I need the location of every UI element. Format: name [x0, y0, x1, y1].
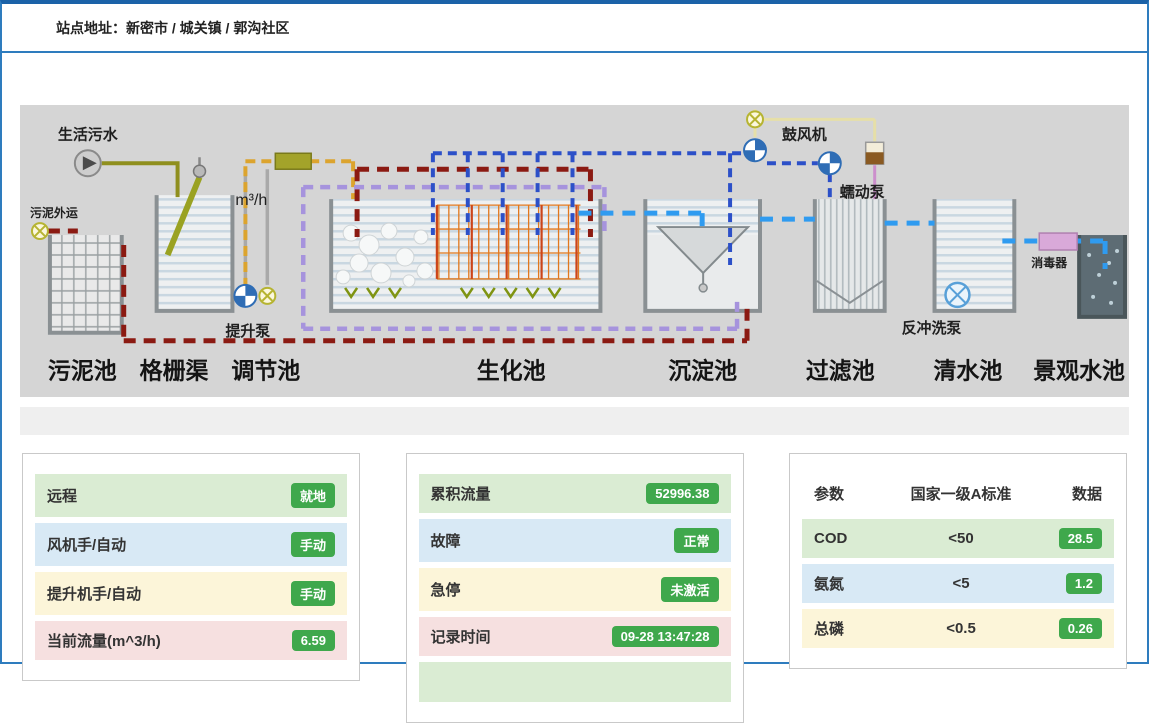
info-panels: 远程 就地 风机手/自动 手动 提升机手/自动 手动 当前流量(m^3/h) 6… — [22, 453, 1127, 723]
dosing-beaker-icon — [864, 141, 885, 165]
blower2-icon — [817, 151, 842, 176]
value-badge: 52996.38 — [646, 483, 719, 504]
param-label: 总磷 — [814, 621, 845, 638]
flow-unit-label: m³/h — [235, 192, 267, 209]
row-label: 风机手/自动 — [47, 537, 127, 554]
site-address-label: 站点地址：新密市 / 城关镇 / 郭沟社区 — [56, 20, 290, 36]
value-badge: 09-28 13:47:28 — [611, 626, 719, 647]
row-label: 累积流量 — [430, 486, 491, 503]
value-badge: 就地 — [290, 483, 335, 508]
row-label: 急停 — [430, 582, 461, 599]
tank-label-sludge: 污泥池 — [48, 358, 117, 384]
lift-pump-label: 提升泵 — [225, 323, 270, 340]
process-diagram-area: 生活污水 污泥外运 m³/h 提升泵 鼓风机 蠕动泵 反冲洗泵 消毒器 污泥池 … — [20, 105, 1129, 397]
bar-screen — [164, 176, 203, 257]
blower-label: 鼓风机 — [782, 125, 827, 143]
pipe-return-purple — [300, 184, 740, 332]
quality-row-tp: 总磷 <0.5 0.26 — [802, 609, 1114, 648]
status-row-partial — [418, 662, 731, 702]
control-row-fan-mode: 风机手/自动 手动 — [35, 523, 347, 566]
settling-funnel — [655, 226, 751, 275]
sludge-tank — [47, 235, 124, 335]
value-badge: 手动 — [290, 581, 335, 606]
tank-label-grid: 格栅渠 — [140, 358, 209, 384]
col-header-param: 参数 — [814, 486, 845, 503]
control-row-current-flow: 当前流量(m^3/h) 6.59 — [35, 621, 347, 660]
value-badge: 28.5 — [1058, 528, 1102, 549]
lift-valve-icon — [258, 286, 277, 305]
spacer-strip — [20, 407, 1129, 435]
water-bubbles — [1087, 249, 1120, 305]
value-badge: 手动 — [290, 532, 335, 557]
status-panel: 累积流量 52996.38 故障 正常 急停 未激活 记录时间 09-28 13… — [405, 453, 744, 723]
pipe-riser-gray — [243, 169, 270, 285]
tank-label-biochemical: 生化池 — [477, 358, 546, 384]
col-header-data: 数据 — [1071, 486, 1102, 503]
status-row-fault: 故障 正常 — [418, 519, 731, 562]
lift-pump-icon — [233, 283, 258, 308]
backwash-pump-label: 反冲洗泵 — [902, 319, 962, 337]
pipe-inflow — [101, 161, 180, 198]
landscape-pool-tank — [1077, 235, 1128, 319]
quality-row-nh3n: 氨氮 <5 1.2 — [802, 564, 1114, 603]
tank-label-clear: 清水池 — [934, 358, 1003, 384]
quality-row-cod: COD <50 28.5 — [802, 519, 1114, 558]
value-badge: 未激活 — [661, 577, 719, 602]
air-valve-icon — [746, 110, 764, 129]
control-row-remote: 远程 就地 — [35, 474, 347, 517]
row-label: 远程 — [47, 488, 78, 505]
value-badge: 1.2 — [1065, 573, 1102, 594]
backwash-pump-icon — [944, 281, 971, 309]
status-row-estop: 急停 未激活 — [418, 568, 731, 611]
standard-value: <50 — [948, 530, 974, 547]
inflow-label: 生活污水 — [58, 125, 119, 143]
plant-marks — [344, 287, 562, 300]
pipe-treated-water — [578, 210, 1108, 269]
blower-icon — [743, 138, 767, 163]
sterilizer-label: 消毒器 — [1031, 255, 1068, 270]
row-label: 记录时间 — [430, 629, 491, 646]
pipe-sludge-return — [121, 245, 750, 344]
sludge-out-label: 污泥外运 — [30, 205, 78, 220]
row-label: 提升机手/自动 — [47, 586, 142, 603]
row-label: 故障 — [430, 533, 461, 550]
tank-label-regulating: 调节池 — [231, 358, 300, 384]
sterilizer-icon — [1038, 232, 1078, 251]
process-flow-svg: 生活污水 污泥外运 m³/h 提升泵 鼓风机 蠕动泵 反冲洗泵 消毒器 污泥池 … — [30, 109, 1128, 384]
flow-meter-icon — [274, 152, 312, 170]
inflow-pump-icon — [73, 149, 102, 178]
param-label: COD — [814, 530, 848, 547]
quality-panel: 参数 国家一级A标准 数据 COD <50 28.5 氨氮 <5 1.2 总磷 … — [789, 453, 1127, 669]
filter-tank — [812, 199, 887, 313]
aeration-bubbles — [335, 222, 434, 288]
param-label: 氨氮 — [814, 576, 845, 593]
status-row-record-time: 记录时间 09-28 13:47:28 — [418, 617, 731, 656]
control-panel: 远程 就地 风机手/自动 手动 提升机手/自动 手动 当前流量(m^3/h) 6… — [22, 453, 360, 681]
value-badge: 6.59 — [291, 630, 335, 651]
value-badge: 0.26 — [1058, 618, 1102, 639]
bio-media-lattice — [435, 204, 581, 280]
standard-value: <0.5 — [946, 620, 976, 637]
value-badge: 正常 — [674, 528, 719, 553]
site-breadcrumb: 站点地址：新密市 / 城关镇 / 郭沟社区 — [2, 4, 1147, 53]
pipe-internal-recycle-red — [354, 166, 593, 238]
peristaltic-pump-label: 蠕动泵 — [840, 183, 885, 201]
sludge-valve-icon — [30, 222, 49, 241]
col-header-standard: 国家一级A标准 — [910, 486, 1012, 503]
tank-label-filter: 过滤池 — [806, 358, 875, 384]
row-label: 当前流量(m^3/h) — [47, 633, 161, 650]
tank-label-sedimentation: 沉淀池 — [668, 358, 737, 384]
status-row-total-flow: 累积流量 52996.38 — [418, 474, 731, 513]
tank-label-landscape: 景观水池 — [1033, 358, 1125, 384]
control-row-lift-mode: 提升机手/自动 手动 — [35, 572, 347, 615]
pipe-air-manifold — [430, 151, 832, 265]
grid-channel-tank — [154, 157, 235, 313]
standard-value: <5 — [952, 575, 970, 592]
quality-table-header: 参数 国家一级A标准 数据 — [802, 474, 1114, 513]
